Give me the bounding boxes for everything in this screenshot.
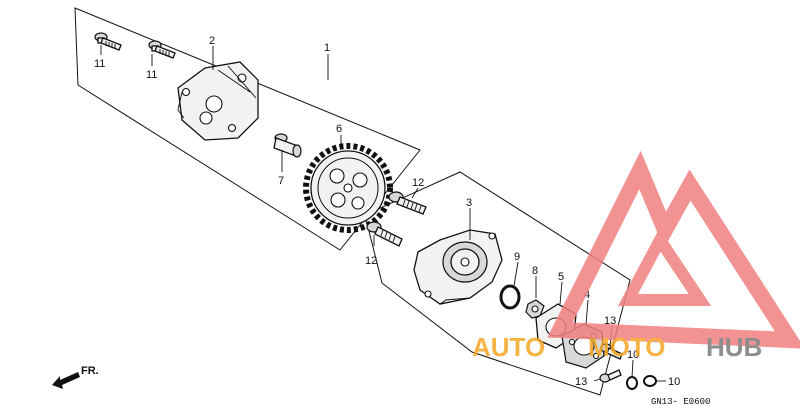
- callout-12a: 12: [412, 177, 424, 189]
- pump-shaft-part-7: [273, 133, 302, 158]
- front-direction-arrow: FR.: [52, 365, 99, 389]
- watermark-triangle-icon: [547, 150, 800, 349]
- callout-10a: 10: [627, 349, 639, 361]
- callout-6: 6: [336, 123, 342, 135]
- pump-body-part-3: [413, 229, 503, 305]
- diagram-code: GN13- E0600: [651, 397, 710, 407]
- bolt-11-left: [94, 32, 122, 51]
- callout-9: 9: [514, 251, 520, 263]
- watermark-text-auto: AUTO: [472, 332, 545, 362]
- bolt-12-upper: [388, 191, 427, 215]
- callout-1: 1: [324, 42, 330, 54]
- watermark-text-hub: HUB: [706, 332, 762, 362]
- callout-2: 2: [209, 35, 215, 47]
- callout-12b: 12: [365, 255, 377, 267]
- pump-cover-part-2: [177, 61, 259, 141]
- screw-13-lower: [599, 369, 622, 383]
- o-ring-part-9: [499, 284, 521, 310]
- screw-13-upper: [600, 343, 623, 360]
- callout-5: 5: [558, 271, 564, 283]
- callout-13b: 13: [575, 376, 587, 388]
- washer-10-right: [643, 375, 657, 387]
- washer-10-upper: [626, 376, 638, 390]
- callout-8: 8: [532, 265, 538, 277]
- bolt-12-lower: [366, 221, 403, 247]
- callout-4: 4: [584, 289, 590, 301]
- watermark-text-moto: MOTO: [588, 332, 666, 362]
- callout-10b: 10: [668, 376, 680, 388]
- callout-3: 3: [466, 197, 472, 209]
- bolt-11-right: [148, 40, 176, 59]
- callout-7: 7: [278, 175, 284, 187]
- upper-assembly-frame: [74, 7, 421, 251]
- drive-gear-part-6: [303, 143, 393, 233]
- callout-13a: 13: [604, 315, 616, 327]
- callout-11a: 11: [94, 58, 105, 70]
- lower-assembly-frame: [364, 171, 631, 396]
- front-direction-label: FR.: [81, 365, 99, 377]
- callout-11b: 11: [146, 69, 157, 81]
- watermark-logo: AUTO MOTO HUB: [472, 150, 800, 362]
